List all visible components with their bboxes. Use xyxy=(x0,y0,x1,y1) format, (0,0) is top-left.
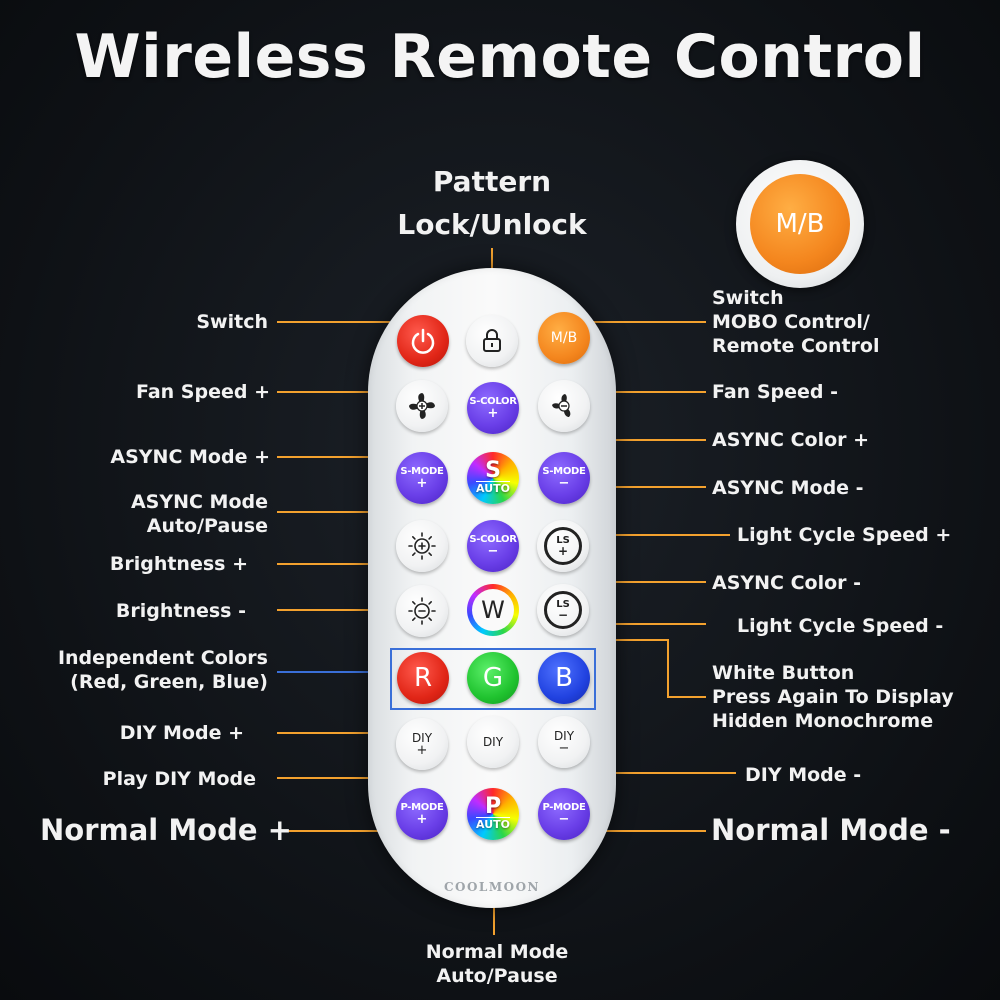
p-mode-minus-sign: − xyxy=(558,812,570,827)
brand-logo: COOLMOON xyxy=(443,880,541,894)
ls-minus-label: LS xyxy=(556,598,570,610)
fan-speed-plus-button[interactable] xyxy=(396,380,448,432)
callout-white-button: White Button Press Again To Display Hidd… xyxy=(712,662,954,732)
red-button[interactable]: R xyxy=(397,652,449,704)
p-mode-plus-button[interactable]: P-MODE + xyxy=(396,788,448,840)
red-label: R xyxy=(413,663,433,693)
p-mode-plus-sign: + xyxy=(416,812,428,827)
callout-async-mode-minus: ASYNC Mode - xyxy=(712,477,864,499)
callout-async-color-plus: ASYNC Color + xyxy=(712,429,870,451)
diy-minus-sign: − xyxy=(558,740,570,756)
callout-brightness-minus: Brightness - xyxy=(115,600,246,622)
light-cycle-minus-ring: LS − xyxy=(544,591,582,629)
callout-light-cycle-plus: Light Cycle Speed + xyxy=(737,524,952,546)
ls-plus-sign: + xyxy=(557,543,569,558)
s-mode-plus-label: S-MODE xyxy=(400,466,444,477)
p-mode-plus-label: P-MODE xyxy=(400,802,444,813)
brightness-plus-button[interactable] xyxy=(396,520,448,572)
lock-icon xyxy=(483,329,501,352)
p-mode-minus-label: P-MODE xyxy=(542,802,586,813)
s-auto-button[interactable]: S AUTO xyxy=(467,452,519,504)
p-auto-button[interactable]: P AUTO xyxy=(467,788,519,840)
green-label: G xyxy=(482,663,504,693)
s-mode-minus-label: S-MODE xyxy=(542,466,586,477)
s-color-minus-button[interactable]: S-COLOR − xyxy=(467,520,519,572)
p-auto-letter: P xyxy=(484,794,502,819)
independent-colors-box xyxy=(390,648,596,710)
s-color-plus-label: S-COLOR xyxy=(469,396,517,407)
callout-normal-mode-auto: Normal Mode Auto/Pause xyxy=(425,941,569,987)
callout-diy-mode-plus: DIY Mode + xyxy=(119,722,244,744)
blue-label: B xyxy=(555,663,573,693)
page-title: Wireless Remote Control xyxy=(74,22,926,92)
callout-independent-colors: Independent Colors (Red, Green, Blue) xyxy=(57,647,268,693)
s-mode-plus-sign: + xyxy=(416,476,428,491)
callout-pattern-lock: Pattern Lock/Unlock xyxy=(397,165,587,241)
light-cycle-plus-button[interactable]: LS + xyxy=(537,520,589,572)
s-mode-minus-sign: − xyxy=(558,476,570,491)
callout-fan-speed-minus: Fan Speed - xyxy=(712,381,838,403)
sun-plus-icon xyxy=(408,532,436,560)
blue-button[interactable]: B xyxy=(538,652,590,704)
diy-minus-button[interactable]: DIY − xyxy=(538,716,590,768)
mb-label: M/B xyxy=(550,329,578,346)
mb-closeup-label: M/B xyxy=(750,174,850,274)
sun-minus-icon xyxy=(408,597,436,625)
callout-async-mode-plus: ASYNC Mode + xyxy=(110,446,270,468)
fan-plus-icon xyxy=(409,393,435,419)
white-button-label: W xyxy=(481,596,505,624)
diy-minus-label: DIY xyxy=(553,728,575,743)
callout-play-diy-mode: Play DIY Mode xyxy=(102,768,256,790)
white-button-face: W xyxy=(472,589,514,631)
callout-normal-mode-plus: Normal Mode + xyxy=(40,813,292,847)
s-color-minus-label: S-COLOR xyxy=(469,534,517,545)
p-mode-minus-button[interactable]: P-MODE − xyxy=(538,788,590,840)
diy-plus-sign: + xyxy=(416,742,428,758)
s-mode-plus-button[interactable]: S-MODE + xyxy=(396,452,448,504)
callout-brightness-plus: Brightness + xyxy=(109,553,248,575)
mb-button-closeup: M/B xyxy=(736,160,864,288)
diy-plus-button[interactable]: DIY + xyxy=(396,718,448,770)
fan-speed-minus-button[interactable] xyxy=(538,380,590,432)
play-diy-button[interactable]: DIY xyxy=(467,716,519,768)
s-color-plus-sign: + xyxy=(487,406,499,421)
ls-plus-label: LS xyxy=(556,534,570,546)
power-icon xyxy=(411,328,435,354)
s-auto-label: AUTO xyxy=(476,481,510,495)
callout-switch-left: Switch xyxy=(196,311,268,333)
s-color-minus-sign: − xyxy=(487,544,499,559)
mb-button[interactable]: M/B xyxy=(538,312,590,364)
callout-switch-right: Switch MOBO Control/ Remote Control xyxy=(712,287,880,357)
callout-async-color-minus: ASYNC Color - xyxy=(712,572,862,594)
callout-normal-mode-minus: Normal Mode - xyxy=(711,813,951,847)
callout-diy-mode-minus: DIY Mode - xyxy=(745,764,862,786)
fan-minus-icon xyxy=(552,394,571,417)
s-mode-minus-button[interactable]: S-MODE − xyxy=(538,452,590,504)
diy-plus-label: DIY xyxy=(411,730,433,745)
ls-minus-sign: − xyxy=(557,607,569,622)
power-button[interactable] xyxy=(397,315,449,367)
light-cycle-plus-ring: LS + xyxy=(544,527,582,565)
callout-async-mode-auto: ASYNC Mode Auto/Pause xyxy=(130,491,268,537)
white-button[interactable]: W xyxy=(467,584,519,636)
play-diy-label: DIY xyxy=(482,735,504,749)
pattern-lock-button[interactable] xyxy=(466,315,518,367)
light-cycle-minus-button[interactable]: LS − xyxy=(537,584,589,636)
green-button[interactable]: G xyxy=(467,652,519,704)
callout-fan-speed-plus: Fan Speed + xyxy=(135,381,270,403)
s-auto-letter: S xyxy=(485,458,501,483)
callout-light-cycle-minus: Light Cycle Speed - xyxy=(737,615,944,637)
s-color-plus-button[interactable]: S-COLOR + xyxy=(467,382,519,434)
p-auto-label: AUTO xyxy=(476,817,510,831)
brightness-minus-button[interactable] xyxy=(396,585,448,637)
